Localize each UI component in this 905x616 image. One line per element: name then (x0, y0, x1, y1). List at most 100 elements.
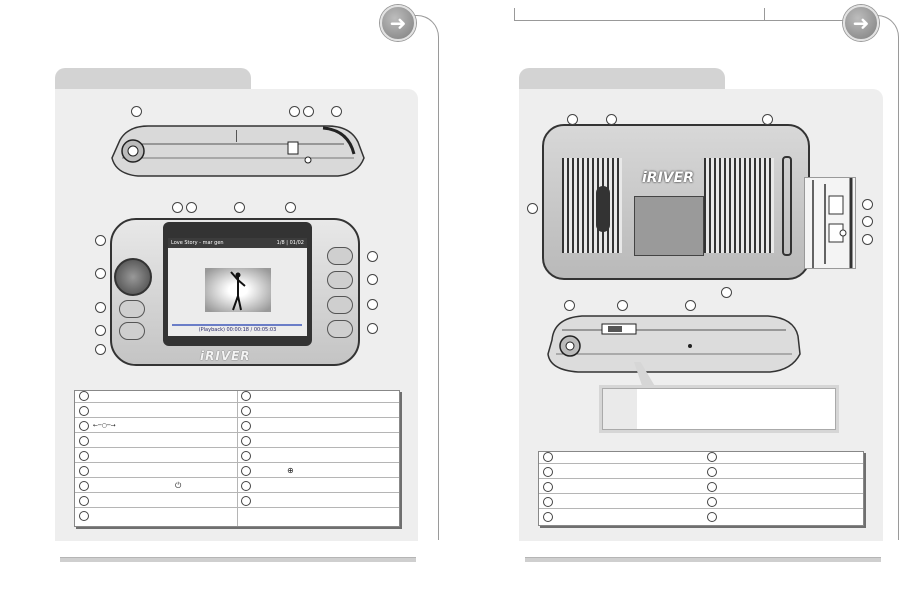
slide-switch[interactable] (596, 186, 610, 232)
callout-marker (367, 323, 378, 334)
next-page-button[interactable]: ➜ (843, 5, 879, 41)
legend-row: ←─○─→ (75, 421, 399, 433)
device-screen: Love Story - mar gen 1/8 | 01/02 (Playba… (163, 222, 312, 346)
legend-number (543, 467, 553, 477)
legend-row (539, 497, 863, 509)
callout-marker (367, 274, 378, 285)
page-edge-curve (405, 15, 439, 540)
legend-number (79, 391, 89, 401)
callout-marker (862, 216, 873, 227)
callout-marker (234, 202, 245, 213)
callout-marker (862, 199, 873, 210)
side-button-right[interactable] (327, 320, 353, 338)
legend-number (241, 466, 251, 476)
legend-number (241, 496, 251, 506)
device-bottom-view (547, 315, 801, 373)
callout-marker (617, 300, 628, 311)
playback-time: (Playback) 00:00:18 / 00:05:03 (198, 327, 277, 333)
legend-number (707, 497, 717, 507)
legend-number (707, 467, 717, 477)
left-page: ➜ Love Story - mar gen 1/8 | 01/02 (0, 0, 452, 616)
heat-sink-right (704, 158, 774, 253)
arrow-right-icon: ➜ (852, 11, 870, 35)
side-button-left[interactable] (119, 322, 145, 340)
legend-row (539, 482, 863, 494)
note-label-block (603, 389, 637, 429)
legend-number (241, 436, 251, 446)
legend-row (75, 496, 399, 508)
legend-number (707, 452, 717, 462)
header-rule-tick (764, 8, 765, 20)
side-button-right[interactable] (327, 296, 353, 314)
status-bar: Love Story - mar gen 1/8 | 01/02 (168, 238, 307, 248)
status-counter: 1/8 | 01/02 (276, 240, 304, 246)
callout-marker (95, 344, 106, 355)
legend-row (539, 467, 863, 479)
section-tab (519, 68, 725, 90)
select-glyph: ⊕ (287, 466, 294, 475)
side-detail-drawing (812, 178, 853, 268)
callout-marker (367, 251, 378, 262)
next-page-button[interactable]: ➜ (380, 5, 416, 41)
back-brand: iRIVER (642, 170, 694, 186)
legend-number (241, 391, 251, 401)
legend-row (75, 391, 399, 403)
header-rule (514, 20, 844, 21)
side-button-left[interactable] (119, 300, 145, 318)
legend-number (79, 436, 89, 446)
parts-legend: ←─○─→ ⊕ ⏻ (74, 390, 400, 527)
callout-marker (186, 202, 197, 213)
parts-legend (538, 451, 864, 526)
callout-marker (95, 302, 106, 313)
callout-marker (567, 114, 578, 125)
callout-marker (95, 235, 106, 246)
side-button-right[interactable] (327, 247, 353, 265)
video-frame (205, 268, 271, 312)
hold-switch-glyph: ←─○─→ (93, 422, 116, 429)
callout-marker (289, 106, 300, 117)
callout-marker (367, 299, 378, 310)
side-button-right[interactable] (327, 271, 353, 289)
legend-number (79, 466, 89, 476)
callout-marker (606, 114, 617, 125)
page-footer-bar (60, 557, 416, 562)
dpad-button[interactable] (114, 258, 152, 296)
legend-row (75, 406, 399, 418)
power-glyph: ⏻ (175, 481, 182, 490)
legend-divider (237, 391, 238, 526)
right-rail (782, 156, 792, 256)
callout-marker (762, 114, 773, 125)
legend-row (539, 512, 863, 524)
callout-marker (95, 325, 106, 336)
device-top-view (111, 125, 365, 177)
status-title: Love Story - mar gen (171, 240, 224, 246)
callout-marker (172, 202, 183, 213)
legend-row (75, 451, 399, 463)
callout-marker (685, 300, 696, 311)
callout-marker (721, 287, 732, 298)
heat-sink-left (562, 158, 622, 253)
callout-marker (564, 300, 575, 311)
legend-row (75, 511, 399, 523)
callout-marker (285, 202, 296, 213)
legend-number (543, 452, 553, 462)
callout-marker (862, 234, 873, 245)
callout-marker (331, 106, 342, 117)
legend-number (241, 451, 251, 461)
header-rule-tick (514, 8, 515, 20)
legend-number (79, 511, 89, 521)
legend-row: ⊕ (75, 466, 399, 478)
brand-logo: iRIVER (200, 349, 251, 363)
legend-row: ⏻ (75, 481, 399, 493)
page-footer-bar (525, 557, 881, 562)
legend-number (707, 482, 717, 492)
page-edge-curve (865, 15, 899, 540)
arrow-right-icon: ➜ (389, 11, 407, 35)
section-tab (55, 68, 251, 90)
legend-number (79, 421, 89, 431)
legend-number (707, 512, 717, 522)
legend-number (79, 451, 89, 461)
legend-number (79, 481, 89, 491)
progress-bar (172, 324, 302, 326)
legend-number (543, 497, 553, 507)
